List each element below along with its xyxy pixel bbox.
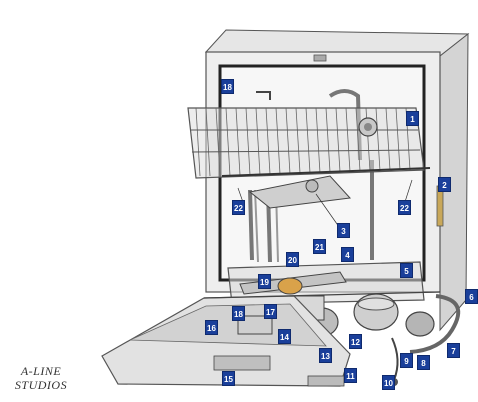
- callout-7: 7: [447, 343, 460, 358]
- callout-1: 1: [406, 111, 419, 126]
- salt-container: [277, 277, 303, 295]
- callout-18-top: 18: [221, 79, 234, 94]
- callout-16: 16: [205, 320, 218, 335]
- callout-13: 13: [319, 348, 332, 363]
- upper-spray-arm: [248, 175, 352, 209]
- studio-credit: A-LINE STUDIOS: [6, 364, 76, 392]
- detergent-dispenser: [237, 315, 273, 335]
- kickplate: [307, 375, 345, 387]
- callout-20: 20: [286, 252, 299, 267]
- callout-21: 21: [313, 239, 326, 254]
- callout-17: 17: [264, 304, 277, 319]
- studio-credit-line1: A-LINE: [20, 364, 62, 378]
- upper-basket-runner: [221, 167, 431, 177]
- callout-15: 15: [222, 371, 235, 386]
- callout-12: 12: [349, 334, 362, 349]
- drain-pump: [405, 311, 435, 337]
- callout-11: 11: [344, 368, 357, 383]
- control-panel: [213, 355, 271, 371]
- callout-3: 3: [337, 223, 350, 238]
- callout-5: 5: [400, 263, 413, 278]
- callout-22-left: 22: [232, 200, 245, 215]
- callout-18-bottom: 18: [232, 306, 245, 321]
- upper-basket: [187, 107, 425, 179]
- callout-14: 14: [278, 329, 291, 344]
- callout-9: 9: [400, 353, 413, 368]
- callout-2: 2: [438, 177, 451, 192]
- callout-19: 19: [258, 274, 271, 289]
- water-inlet-hose: [391, 337, 399, 381]
- drain-hose: [409, 294, 461, 354]
- callout-4: 4: [341, 247, 354, 262]
- top-vent: [313, 54, 327, 62]
- callout-10: 10: [382, 375, 395, 390]
- callout-8: 8: [417, 355, 430, 370]
- callout-22-right: 22: [398, 200, 411, 215]
- studio-credit-line2: STUDIOS: [14, 378, 68, 392]
- fill-tap: [256, 91, 271, 100]
- callout-6: 6: [465, 289, 478, 304]
